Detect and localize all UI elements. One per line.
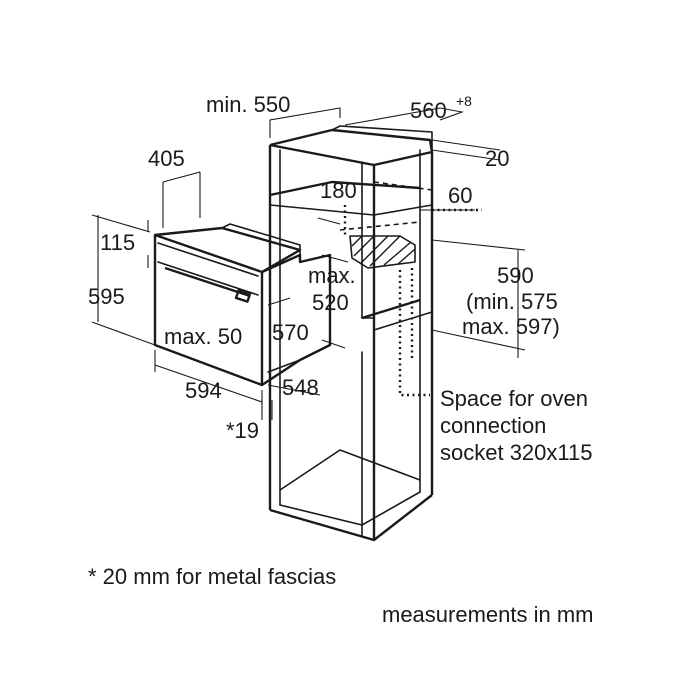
socket-note: Space for oven connection socket 320x115: [440, 386, 592, 465]
label-560: 560: [410, 98, 447, 123]
socket-note-line3: socket 320x115: [440, 440, 592, 465]
label-min-550: min. 550: [206, 92, 290, 117]
label-594: 594: [185, 378, 222, 403]
dimension-labels: min. 550 560 +8 20 405 180 60 115 595 ma…: [88, 92, 560, 443]
socket-note-line2: connection: [440, 413, 546, 438]
label-max: max.: [308, 263, 356, 288]
label-520: 520: [312, 290, 349, 315]
label-595: 595: [88, 284, 125, 309]
label-560-tolerance: +8: [456, 93, 472, 109]
socket-space: [343, 205, 430, 397]
label-115: 115: [100, 230, 135, 255]
label-min-575: (min. 575: [466, 289, 558, 314]
label-180: 180: [320, 178, 357, 203]
label-max-597: max. 597): [462, 314, 560, 339]
label-405: 405: [148, 146, 185, 171]
label-570: 570: [272, 320, 309, 345]
socket-note-line1: Space for oven: [440, 386, 588, 411]
units-note: measurements in mm: [382, 602, 594, 627]
label-548: 548: [282, 375, 319, 400]
label-max-50: max. 50: [164, 324, 242, 349]
depth-guides: [339, 181, 433, 231]
label-star-19: *19: [226, 418, 259, 443]
footnote: * 20 mm for metal fascias: [88, 564, 336, 589]
oven: [153, 223, 332, 387]
label-20: 20: [485, 146, 509, 171]
label-590: 590: [497, 263, 534, 288]
label-60: 60: [448, 183, 472, 208]
dimension-lines: [91, 107, 526, 420]
